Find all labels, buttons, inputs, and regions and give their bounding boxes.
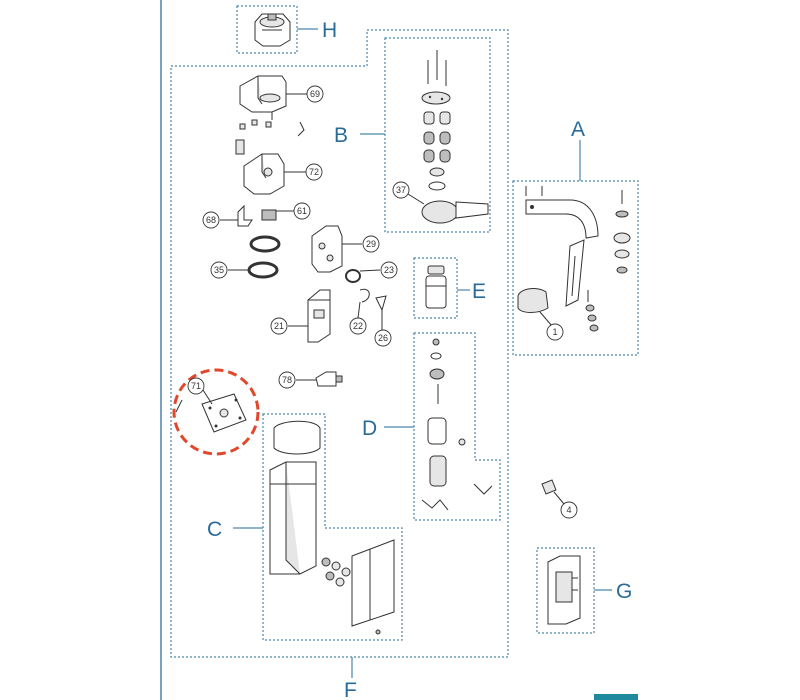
part-71-plate	[175, 389, 247, 433]
callout-68: 68	[202, 211, 220, 229]
group-a-outline	[512, 180, 639, 356]
part-69-housing	[239, 75, 307, 113]
part-number-72: 72	[309, 167, 319, 177]
part-a-screws	[525, 186, 623, 204]
leader-23	[359, 269, 381, 272]
callout-37: 37	[392, 181, 410, 199]
part-screws-cluster	[235, 112, 305, 155]
part-number-78: 78	[282, 375, 292, 385]
callout-69: 69	[306, 85, 324, 103]
group-label-c: C	[207, 518, 222, 541]
callout-22: 22	[349, 317, 367, 335]
group-b-outline	[384, 37, 491, 233]
part-72-housing	[243, 153, 306, 195]
part-number-26: 26	[378, 333, 388, 343]
part-number-29: 29	[366, 239, 376, 249]
part-number-1: 1	[552, 327, 557, 337]
part-a-nuts	[585, 290, 599, 332]
part-a-washers	[613, 210, 631, 274]
callout-35: 35	[210, 261, 228, 279]
part-c-cap	[273, 420, 321, 455]
group-f-outline	[170, 29, 509, 658]
part-number-35: 35	[214, 265, 224, 275]
group-label-b: B	[334, 124, 348, 147]
part-h-cover	[254, 13, 291, 47]
part-number-22: 22	[353, 321, 363, 331]
callout-71: 71	[187, 377, 205, 395]
group-label-e: E	[472, 280, 486, 303]
callout-78: 78	[278, 371, 296, 389]
callout-23: 23	[380, 261, 398, 279]
group-g-outline	[536, 547, 595, 634]
group-e-outline	[413, 257, 458, 319]
part-a-arm	[525, 199, 599, 239]
group-c-outline	[262, 413, 403, 641]
group-label-a: A	[571, 118, 585, 141]
leader-22	[357, 301, 361, 319]
group-h-outline	[236, 5, 298, 54]
part-61-clip	[261, 209, 294, 221]
highlight-71-circle	[172, 368, 260, 456]
callout-29: 29	[362, 235, 380, 253]
callout-1: 1	[546, 323, 564, 341]
part-number-4: 4	[566, 505, 571, 515]
part-number-68: 68	[206, 215, 216, 225]
callout-4: 4	[560, 501, 578, 519]
part-g-module	[547, 555, 581, 625]
part-a-slide-rail	[565, 239, 585, 307]
part-1-cap	[517, 288, 553, 327]
callout-21: 21	[270, 317, 288, 335]
part-c-fittings	[321, 557, 351, 587]
group-label-f: F	[344, 679, 357, 700]
part-4-knob	[541, 479, 565, 505]
group-label-g: G	[616, 580, 632, 603]
group-d-outline	[413, 332, 501, 521]
part-26-clip	[375, 295, 387, 312]
callout-26: 26	[374, 329, 392, 347]
part-29-housing	[311, 225, 362, 273]
part-number-69: 69	[310, 89, 320, 99]
part-c-column	[269, 461, 317, 575]
part-23-washer	[345, 269, 361, 283]
callout-61: 61	[293, 202, 311, 220]
callout-72: 72	[305, 163, 323, 181]
part-e-cylinder	[425, 265, 447, 309]
part-oring-upper	[249, 235, 281, 253]
part-number-37: 37	[396, 185, 406, 195]
corner-tab	[594, 694, 638, 700]
part-37-ring-arm	[407, 193, 489, 224]
part-d-actuator	[421, 338, 493, 511]
part-b-bolts	[427, 50, 447, 86]
part-number-21: 21	[274, 321, 284, 331]
part-number-23: 23	[384, 265, 394, 275]
part-b-spacer	[428, 167, 446, 191]
part-21-body	[288, 289, 331, 343]
group-label-h: H	[322, 19, 337, 42]
part-number-71: 71	[191, 381, 201, 391]
group-label-d: D	[362, 417, 377, 440]
part-68-bracket	[220, 204, 253, 227]
part-22-spring	[359, 288, 370, 303]
part-b-flange	[421, 91, 451, 105]
part-c-shroud	[351, 539, 395, 635]
part-35-oring	[247, 261, 279, 279]
part-b-gears	[423, 111, 451, 163]
part-78-bracket	[296, 371, 343, 387]
part-number-61: 61	[297, 206, 307, 216]
